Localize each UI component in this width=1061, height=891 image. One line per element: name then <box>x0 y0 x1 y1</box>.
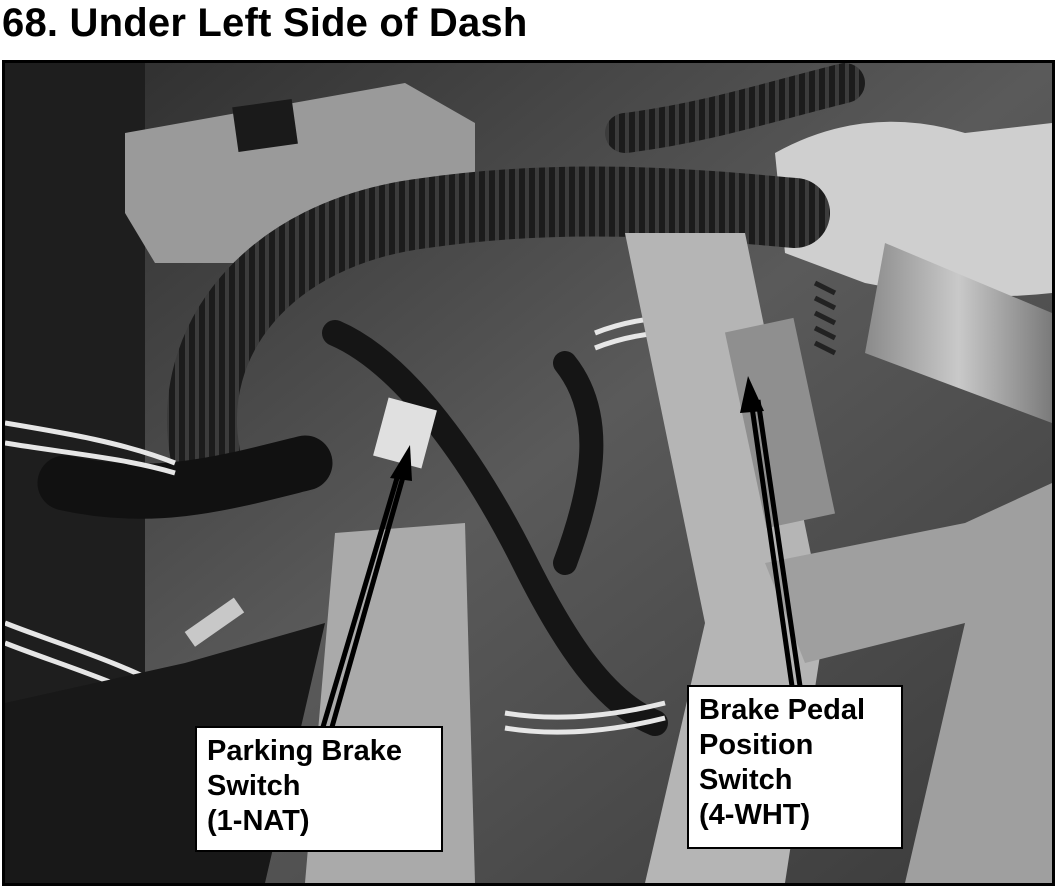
callout-line: Switch <box>207 770 301 802</box>
wire-harness-conduit <box>167 166 830 488</box>
threaded-stud <box>184 597 245 647</box>
callout-parking-brake-switch: Parking Brake Switch (1-NAT) <box>195 726 443 852</box>
pedal-bracket <box>765 483 1052 883</box>
callout-line: (4-WHT) <box>699 799 811 831</box>
callout-line: Position <box>699 729 814 761</box>
callout-line: Parking Brake <box>207 735 403 767</box>
callout-brake-pedal-position-switch: Brake Pedal Position Switch (4-WHT) <box>687 685 903 849</box>
page-title: 68. Under Left Side of Dash <box>2 1 528 45</box>
callout-line: (1-NAT) <box>207 805 310 837</box>
callout-line: Brake Pedal <box>699 694 866 726</box>
foam-pad <box>775 121 1052 297</box>
parking-brake-switch <box>373 397 437 469</box>
callout-line: Switch <box>699 764 793 796</box>
